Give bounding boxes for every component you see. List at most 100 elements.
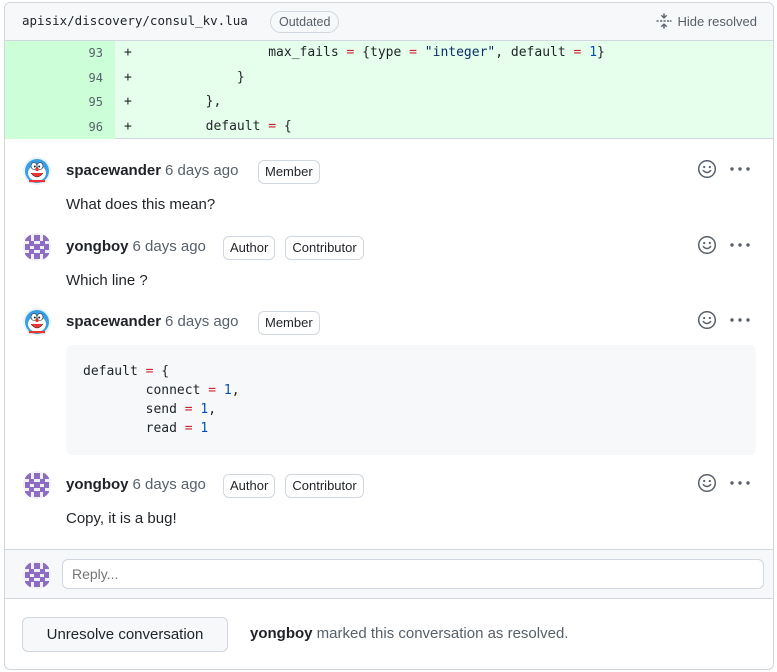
avatar[interactable] (23, 157, 51, 185)
comment-timestamp[interactable]: 6 days ago (132, 238, 206, 255)
diff-code: max_fails = {type = "integer", default =… (143, 41, 605, 66)
diff-line: 93 + max_fails = {type = "integer", defau… (5, 41, 773, 66)
kebab-horizontal-icon[interactable] (729, 310, 751, 330)
code-token: = (268, 118, 277, 134)
code-line: connect = 1, (83, 381, 739, 400)
resolver-name[interactable]: yongboy (250, 625, 313, 642)
diff-line-number[interactable]: 94 (5, 65, 115, 90)
avatar[interactable] (23, 308, 51, 336)
code-token: 1 (223, 383, 232, 398)
code-token: 1 (589, 45, 598, 60)
smiley-icon[interactable] (697, 159, 717, 179)
author-name[interactable]: spacewander (66, 313, 162, 330)
diff-line: 95 + }, (5, 90, 773, 115)
role-badge-author: Author (223, 474, 276, 498)
role-badge-author: Author (223, 236, 276, 260)
code-token: } (236, 69, 245, 85)
role-badge-contributor: Contributor (285, 474, 364, 498)
diff-added-marker: + (124, 45, 132, 60)
outdated-label: Outdated (270, 11, 340, 33)
diff-line: 96 + default = { (5, 114, 773, 140)
code-token: = (208, 383, 217, 398)
code-token: = (184, 421, 193, 436)
code-token: default (83, 364, 146, 379)
code-token: }, (205, 94, 222, 109)
diff-added-marker: + (124, 69, 132, 85)
code-token (216, 383, 224, 398)
code-token (581, 45, 589, 60)
code-token: , default (495, 45, 574, 60)
resolved-text: marked this conversation as resolved. (316, 625, 569, 642)
code-token: = (346, 45, 355, 60)
author-name[interactable]: yongboy (66, 238, 129, 255)
code-token: = (184, 402, 193, 417)
code-token: connect (83, 383, 209, 398)
role-badge-member: Member (258, 311, 320, 335)
code-token: , (208, 402, 217, 417)
code-line: default = { (83, 362, 739, 381)
code-token (417, 45, 425, 60)
identicon-avatar (23, 561, 51, 589)
code-line: send = 1, (83, 400, 739, 419)
avatar[interactable] (23, 471, 51, 499)
diff-line: 94 + } (5, 65, 773, 91)
code-token: } (597, 45, 605, 60)
comment-timestamp[interactable]: 6 days ago (165, 313, 239, 330)
diff-snippet: 93 + max_fails = {type = "integer", defau… (5, 41, 773, 139)
diff-line-number[interactable]: 93 (5, 41, 115, 66)
code-token: { (153, 364, 170, 379)
code-token: , (231, 383, 240, 398)
comment-timestamp[interactable]: 6 days ago (132, 476, 206, 493)
kebab-horizontal-icon[interactable] (729, 235, 751, 255)
reply-row (5, 549, 773, 599)
diff-code: }, (143, 90, 222, 115)
diff-code: default = { (143, 115, 292, 140)
code-token: read (83, 421, 185, 436)
smiley-icon[interactable] (697, 473, 717, 493)
code-block: default = { connect = 1, send = 1, read … (66, 345, 756, 455)
code-token: = (145, 364, 154, 379)
code-token: = (573, 45, 582, 60)
thread-header: apisix/discovery/consul_kv.lua Outdated … (5, 3, 773, 41)
code-token: max_fails (268, 45, 347, 60)
avatar[interactable] (23, 233, 51, 261)
diff-code: } (143, 66, 245, 91)
fold-icon (656, 13, 672, 29)
review-thread: apisix/discovery/consul_kv.lua Outdated … (4, 2, 774, 670)
kebab-horizontal-icon[interactable] (729, 473, 751, 493)
smiley-icon[interactable] (697, 235, 717, 255)
code-token: default (205, 118, 269, 134)
file-path[interactable]: apisix/discovery/consul_kv.lua (22, 13, 248, 28)
diff-added-marker: + (124, 94, 132, 109)
role-badge-member: Member (258, 160, 320, 184)
unresolve-conversation-button[interactable]: Unresolve conversation (22, 617, 228, 652)
smiley-icon[interactable] (697, 310, 717, 330)
avatar (23, 561, 51, 589)
code-token: = (409, 45, 417, 60)
reply-input[interactable] (62, 559, 764, 589)
code-token: { (276, 118, 292, 134)
comment-timestamp[interactable]: 6 days ago (165, 162, 239, 179)
comment-body: What does this mean? (66, 196, 216, 213)
hide-resolved-button[interactable]: Hide resolved (656, 13, 757, 29)
code-line: read = 1 (83, 419, 739, 438)
code-token: "integer" (424, 45, 496, 60)
comment-body: Copy, it is a bug! (66, 510, 177, 527)
code-token: 1 (200, 402, 209, 417)
kebab-horizontal-icon[interactable] (729, 159, 751, 179)
author-name[interactable]: yongboy (66, 476, 129, 493)
diff-added-marker: + (124, 118, 132, 134)
code-token: {type (354, 45, 410, 60)
code-token: send (83, 402, 185, 417)
diff-line-number[interactable]: 96 (5, 114, 115, 139)
resolved-note: yongboy marked this conversation as reso… (250, 625, 568, 642)
author-name[interactable]: spacewander (66, 162, 162, 179)
comment-body: Which line ? (66, 272, 148, 289)
diff-line-number[interactable]: 95 (5, 90, 115, 115)
role-badge-contributor: Contributor (285, 236, 364, 260)
code-token: 1 (200, 421, 209, 436)
